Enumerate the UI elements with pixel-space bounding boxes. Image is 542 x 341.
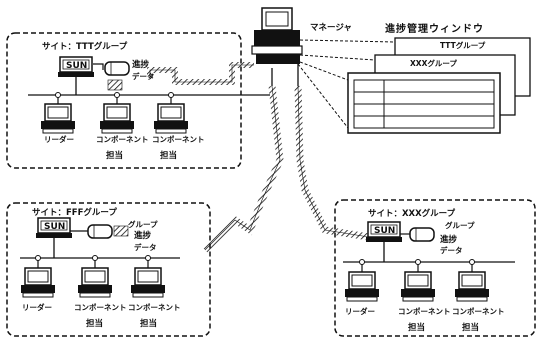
tantou-label: 担当: [462, 322, 479, 333]
component-workstation: [78, 256, 112, 298]
sun-label: SUN: [44, 222, 65, 232]
site-label: サイト：TTTグループ: [42, 41, 128, 52]
component-workstation: [131, 256, 165, 298]
data-label: データ: [134, 242, 157, 252]
progress-window-title: 進捗管理ウィンドウ: [385, 22, 484, 35]
data-label: データ: [440, 245, 463, 255]
component-label: コンポーネント: [398, 306, 451, 316]
component-workstation: [455, 260, 489, 302]
component-label: コンポーネント: [452, 306, 505, 316]
progress-windows: 進捗管理ウィンドウ TTTグループ XXXグループ: [298, 22, 530, 133]
component-workstation: [401, 260, 435, 302]
leader-workstation: [345, 260, 379, 302]
site-xxx: サイト：XXXグループ グループ SUN 進捗 データ リーダー コンポーネント…: [335, 200, 535, 336]
component-label: コンポーネント: [74, 302, 127, 312]
wan-links: [150, 64, 375, 250]
data-disk: [410, 228, 434, 241]
sun-label: SUN: [66, 61, 87, 71]
tantou-label: 担当: [106, 150, 123, 161]
manager-workstation: [252, 8, 302, 64]
data-disk: [88, 225, 112, 238]
data-disk: [105, 62, 129, 75]
window-tab: XXXグループ: [410, 58, 457, 68]
component-label: コンポーネント: [96, 134, 149, 144]
tantou-label: 担当: [140, 318, 157, 329]
leader-workstation: [21, 256, 55, 298]
component-label: コンポーネント: [128, 302, 181, 312]
leader-label: リーダー: [22, 302, 52, 312]
window-tab: TTTグループ: [440, 40, 486, 50]
component-label: コンポーネント: [152, 134, 205, 144]
progress-label: 進捗: [132, 59, 150, 70]
site-label: サイト：XXXグループ: [368, 208, 456, 219]
tantou-label: 担当: [160, 150, 177, 161]
leader-label: リーダー: [44, 134, 74, 144]
site-ttt: サイト：TTTグループ SUN 進捗 データ リーダー コンポーネント コンポー…: [7, 33, 270, 168]
progress-label: 進捗: [440, 234, 458, 245]
manager-label: マネージャ: [310, 22, 352, 33]
component-workstation: [154, 93, 188, 134]
progress-label: 進捗: [134, 230, 152, 241]
site-label: サイト：FFFグループ: [32, 207, 117, 218]
group-label: グループ: [128, 219, 158, 229]
site-fff: サイト：FFFグループ グループ SUN 進捗 データ リーダー コンポーネント…: [7, 203, 210, 336]
tantou-label: 担当: [86, 318, 103, 329]
leader-label: リーダー: [345, 306, 375, 316]
leader-workstation: [41, 93, 75, 134]
tantou-label: 担当: [408, 322, 425, 333]
sun-label: SUN: [374, 226, 395, 236]
component-workstation: [100, 93, 134, 134]
group-label: グループ: [445, 220, 475, 230]
